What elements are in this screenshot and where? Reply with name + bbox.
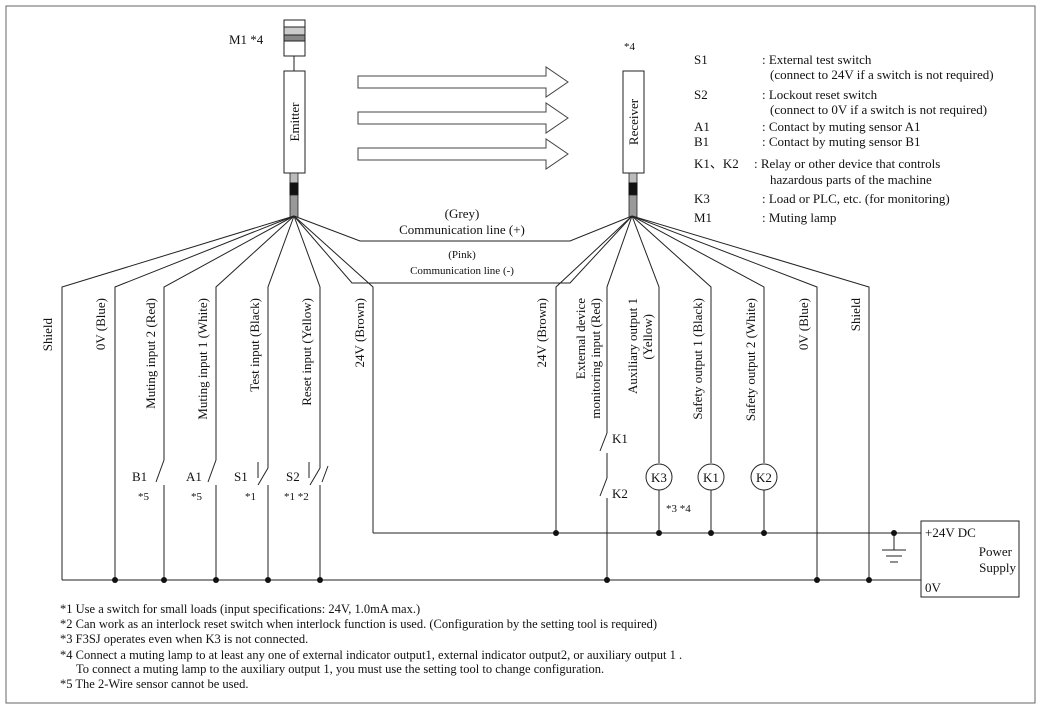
wire-label-ext-device: External device	[573, 298, 588, 379]
emitter-label: Emitter	[287, 102, 302, 142]
footnote: *3 F3SJ operates even when K3 is not con…	[60, 632, 308, 646]
load-k2	[750, 463, 778, 533]
legend: S1 : External test switch (connect to 24…	[694, 52, 994, 225]
comm-grey-label: (Grey)	[445, 206, 480, 221]
switch-b1	[155, 459, 165, 580]
switch-a1-note: *5	[191, 491, 203, 503]
switch-s2-note: *1 *2	[284, 491, 309, 503]
switch-s2-label: S2	[286, 469, 300, 484]
contact-k1-label: K1	[612, 431, 628, 446]
switch-s2	[308, 460, 329, 580]
comm-minus-label: Communication line (-)	[410, 265, 514, 277]
communication-lines	[293, 215, 633, 284]
comm-plus-label: Communication line (+)	[399, 222, 525, 237]
wire-label-0v-blue: 0V (Blue)	[93, 298, 108, 350]
wire-label-monitoring-input: monitoring input (Red)	[588, 298, 603, 419]
receiver-unit: Receiver	[622, 70, 645, 218]
wire-label-shield-rx: Shield	[848, 298, 863, 332]
footnote: *4 Connect a muting lamp to at least any…	[60, 648, 682, 662]
m1-label: M1 *4	[229, 32, 264, 47]
ground-symbol	[882, 533, 906, 563]
switch-b1-label: B1	[132, 469, 147, 484]
wire-label-24v-brown: 24V (Brown)	[352, 298, 367, 367]
switch-s1	[257, 460, 269, 580]
legend-desc: : Muting lamp	[762, 210, 836, 225]
footnotes: *1 Use a switch for small loads (input s…	[60, 602, 682, 691]
switch-a1	[207, 459, 217, 580]
legend-desc: (connect to 0V if a switch is not requir…	[770, 102, 987, 117]
legend-desc: : Lockout reset switch	[762, 87, 878, 102]
footnote: *1 Use a switch for small loads (input s…	[60, 602, 420, 616]
contact-k1	[599, 432, 608, 478]
legend-desc: : Contact by muting sensor A1	[762, 119, 921, 134]
legend-key: K3	[694, 191, 710, 206]
switch-a1-label: A1	[186, 469, 202, 484]
wire-label-reset-input: Reset input (Yellow)	[299, 298, 314, 406]
wire-label-muting-input-2: Muting input 2 (Red)	[143, 298, 158, 409]
legend-desc: (connect to 24V if a switch is not requi…	[770, 67, 994, 82]
receiver-note: *4	[624, 41, 636, 53]
load-k1-label: K1	[703, 470, 719, 485]
load-k2-label: K2	[756, 470, 772, 485]
wire-label-safety-output-2: Safety output 2 (White)	[743, 298, 758, 421]
receiver-wires	[555, 215, 870, 580]
wire-label-muting-input-1: Muting input 1 (White)	[195, 298, 210, 420]
legend-desc: : Contact by muting sensor B1	[762, 134, 921, 149]
wire-label-aux-output: Auxiliary output 1	[625, 298, 640, 394]
legend-key: M1	[694, 210, 712, 225]
legend-key: K1、K2	[694, 156, 739, 171]
receiver-label: Receiver	[626, 98, 641, 145]
power-line2-label: Supply	[979, 560, 1016, 575]
footnote: *5 The 2-Wire sensor cannot be used.	[60, 677, 248, 691]
emitter-unit: Emitter	[283, 70, 306, 218]
load-k3-label: K3	[651, 470, 667, 485]
legend-key: S1	[694, 52, 708, 67]
wire-label-test-input: Test input (Black)	[247, 298, 262, 392]
muting-lamp	[283, 19, 306, 57]
wire-label-shield: Shield	[40, 318, 55, 352]
legend-desc: : External test switch	[762, 52, 872, 67]
load-k3-note: *3 *4	[666, 503, 691, 515]
contact-k2	[599, 477, 608, 580]
power-line1-label: Power	[979, 544, 1013, 559]
emitter-wires	[61, 215, 374, 580]
footnote: *2 Can work as an interlock reset switch…	[60, 617, 657, 631]
legend-desc: : Load or PLC, etc. (for monitoring)	[762, 191, 950, 206]
switch-s1-note: *1	[245, 491, 256, 503]
light-beam-arrows	[357, 66, 569, 170]
load-k1	[697, 463, 725, 533]
wire-label-safety-output-1: Safety output 1 (Black)	[690, 298, 705, 420]
wire-label-24v-brown-rx: 24V (Brown)	[534, 298, 549, 367]
legend-key: S2	[694, 87, 708, 102]
outer-border	[5, 5, 1036, 704]
legend-key: B1	[694, 134, 709, 149]
wire-label-aux-yellow: (Yellow)	[640, 314, 655, 360]
switch-b1-note: *5	[138, 491, 150, 503]
switch-s1-label: S1	[234, 469, 248, 484]
power-zero-label: 0V	[925, 580, 942, 595]
power-plus-label: +24V DC	[925, 525, 976, 540]
power-supply	[920, 520, 1020, 598]
legend-desc: hazardous parts of the machine	[770, 172, 932, 187]
junction-dots	[112, 530, 897, 583]
wire-label-0v-blue-rx: 0V (Blue)	[796, 298, 811, 350]
legend-key: A1	[694, 119, 710, 134]
legend-desc: : Relay or other device that controls	[754, 156, 940, 171]
contact-k2-label: K2	[612, 486, 628, 501]
footnote: To connect a muting lamp to the auxiliar…	[76, 662, 604, 676]
comm-pink-label: (Pink)	[448, 249, 476, 261]
load-k3	[645, 463, 673, 533]
